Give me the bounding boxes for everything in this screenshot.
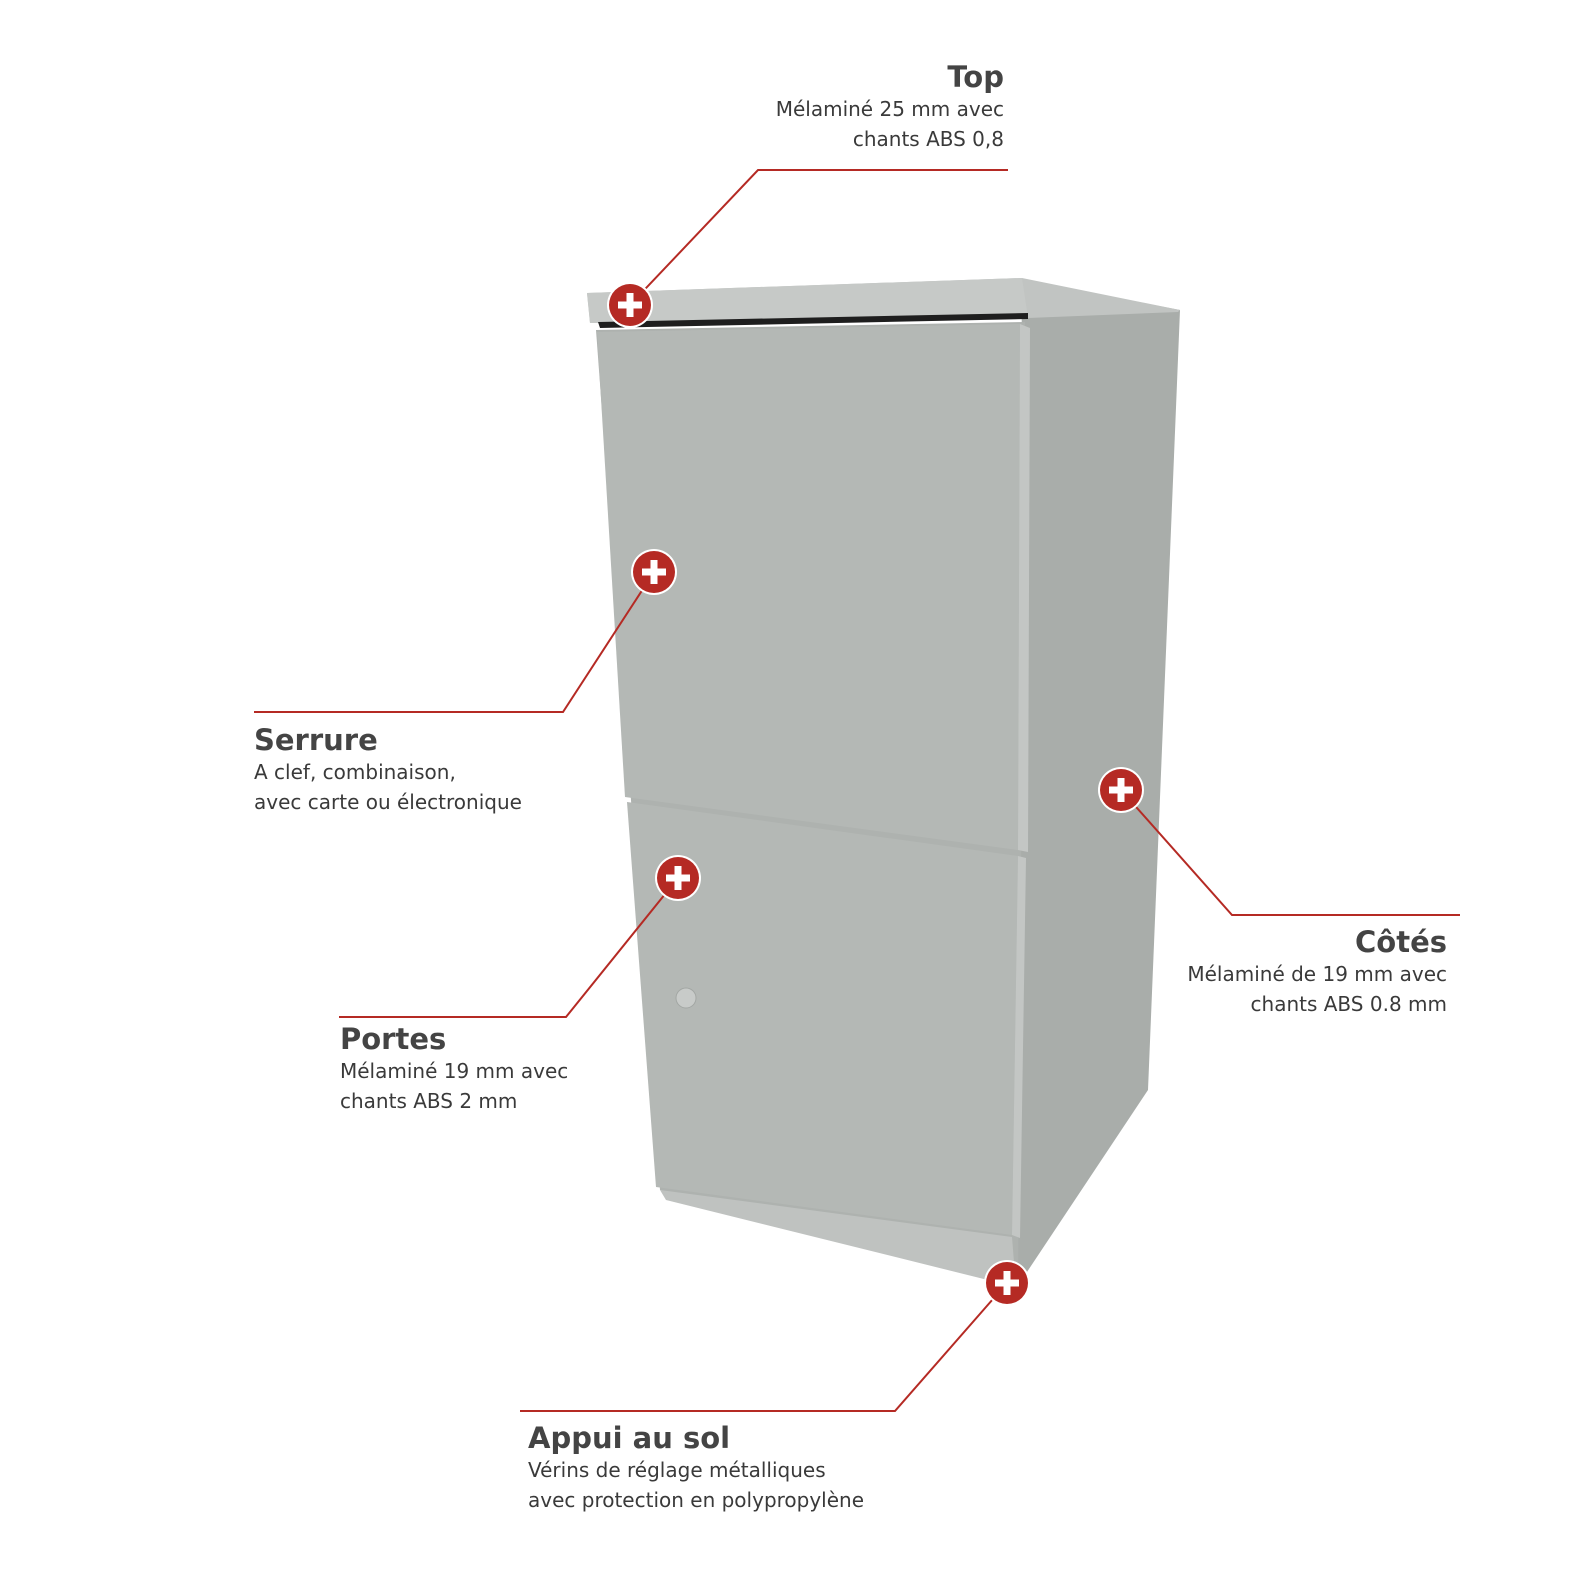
marker-portes[interactable] <box>655 855 701 901</box>
callout-cotes-title: Côtés <box>1355 925 1447 959</box>
callout-cotes-line-1: Mélaminé de 19 mm avec <box>1187 962 1447 986</box>
callout-serrure-title: Serrure <box>254 723 378 757</box>
leader-line-cotes <box>1120 789 1460 916</box>
marker-serrure[interactable] <box>631 549 677 595</box>
callout-cotes: Côtés Mélaminé de 19 mm avec chants ABS … <box>1087 925 1447 1019</box>
marker-top[interactable] <box>607 282 653 328</box>
lower-door-edge <box>1012 856 1026 1238</box>
callout-serrure-line-1: A clef, combinaison, <box>254 760 456 784</box>
callout-portes-title: Portes <box>340 1022 447 1056</box>
callout-top-line-1: Mélaminé 25 mm avec <box>775 97 1004 121</box>
callout-cotes-line-2: chants ABS 0.8 mm <box>1250 992 1447 1016</box>
callout-appui: Appui au sol Vérins de réglage métalliqu… <box>528 1421 948 1515</box>
callout-appui-title: Appui au sol <box>528 1421 731 1455</box>
marker-cotes[interactable] <box>1098 767 1144 813</box>
callout-top-title: Top <box>947 60 1004 94</box>
plus-icon <box>642 560 666 584</box>
leader-line-serrure <box>254 571 655 713</box>
lower-door-panel <box>627 802 1018 1235</box>
callout-portes-line-1: Mélaminé 19 mm avec <box>340 1059 569 1083</box>
plus-icon <box>618 293 642 317</box>
plus-icon <box>995 1271 1019 1295</box>
leader-line-appui <box>520 1282 1008 1412</box>
door-knob <box>675 987 697 1009</box>
callout-appui-line-1: Vérins de réglage métalliques <box>528 1458 826 1482</box>
callout-serrure: Serrure A clef, combinaison, avec carte … <box>254 723 614 817</box>
cabinet-plinth <box>660 1190 1016 1287</box>
callout-portes-line-2: chants ABS 2 mm <box>340 1089 518 1113</box>
marker-appui[interactable] <box>984 1260 1030 1306</box>
callout-top: Top Mélaminé 25 mm avec chants ABS 0,8 <box>664 60 1004 154</box>
plus-icon <box>1109 778 1133 802</box>
callout-portes: Portes Mélaminé 19 mm avec chants ABS 2 … <box>340 1022 660 1116</box>
cabinet-top-edge <box>587 278 1028 323</box>
upper-door-panel <box>597 324 1020 850</box>
callout-top-line-2: chants ABS 0,8 <box>852 127 1004 151</box>
upper-door-edge <box>1018 324 1030 852</box>
callout-appui-line-2: avec protection en polypropylène <box>528 1488 865 1512</box>
cabinet-side-panel <box>1015 280 1180 1290</box>
cabinet-top-shadow <box>598 313 1028 328</box>
plus-icon <box>666 866 690 890</box>
leader-line-top <box>629 169 1008 306</box>
leader-line-portes <box>339 877 679 1018</box>
callout-serrure-line-2: avec carte ou électronique <box>254 790 522 814</box>
